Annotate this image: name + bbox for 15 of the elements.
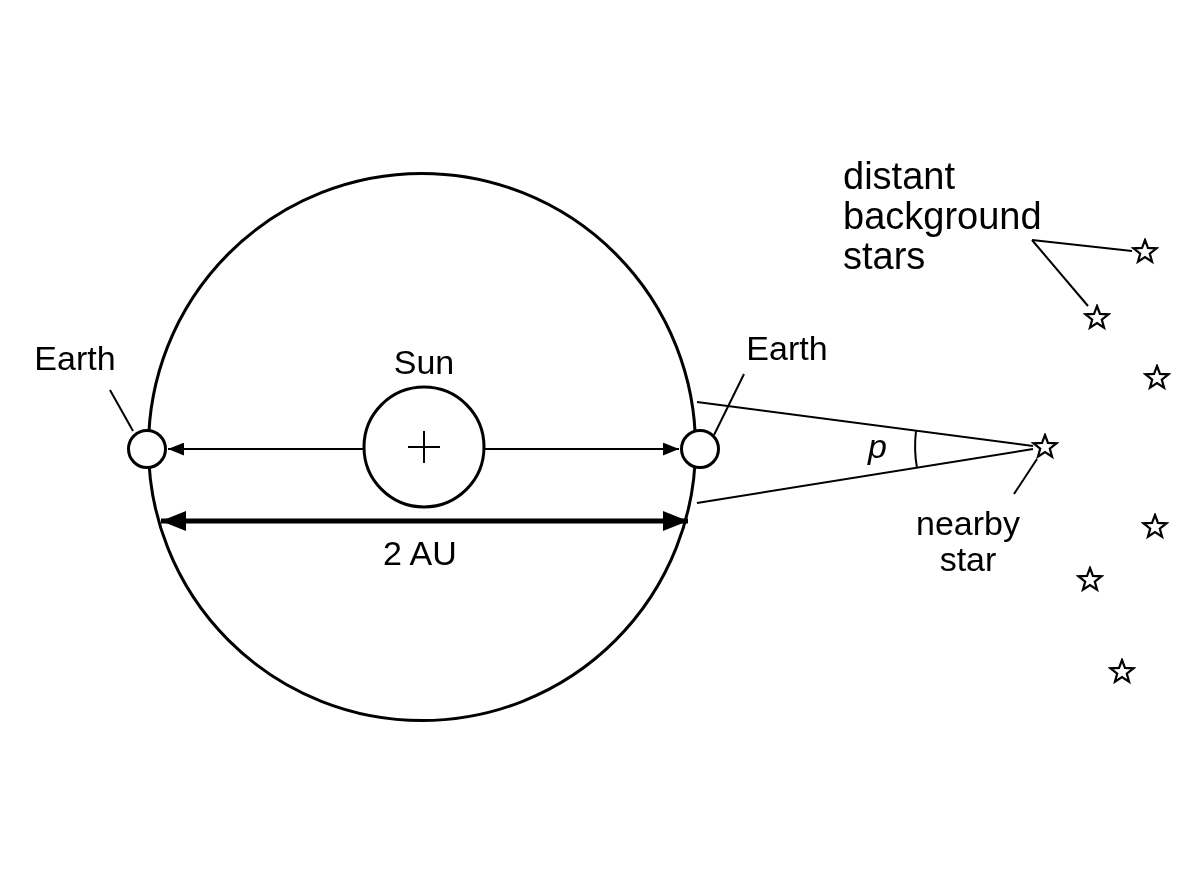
leader-line [109, 389, 134, 432]
sight-line [696, 401, 1034, 447]
arrow [167, 442, 365, 456]
sun-label: Sun [392, 344, 456, 380]
nearby-star-label: nearby star [903, 505, 1033, 577]
earth-label: Earth [737, 330, 837, 366]
leader-line [713, 373, 745, 436]
leader-line [1031, 239, 1133, 252]
angle-label: p [868, 428, 887, 464]
leader-line [1031, 239, 1089, 307]
sight-line [696, 448, 1034, 504]
earth-label: Earth [20, 340, 130, 376]
leader-line [1013, 458, 1038, 495]
dimension-label: 2 AU [383, 535, 457, 571]
distant-stars-label: distant background stars [843, 156, 1078, 276]
